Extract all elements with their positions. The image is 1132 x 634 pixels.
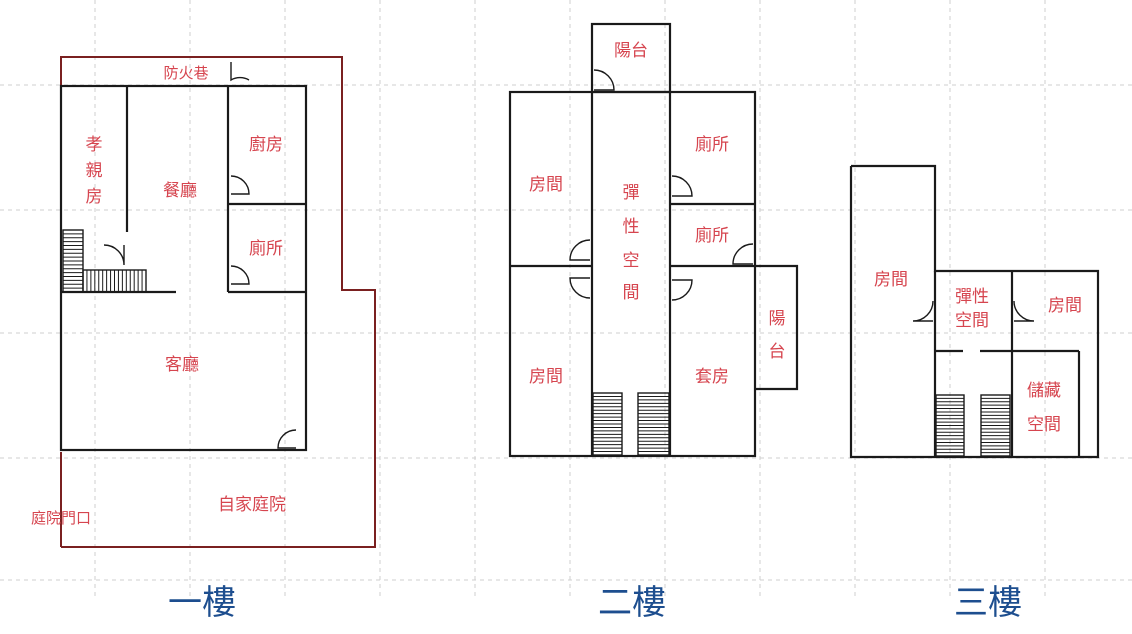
floor-3-title: 三樓 [954,583,1022,623]
room-right-label: 房間 [1048,296,1082,316]
flex-space-label-3: 空 [623,251,640,271]
living-room-label: 客廳 [165,355,199,375]
storage-label-2: 空間 [1027,415,1061,435]
balcony-side-label-2: 台 [769,342,786,362]
floor-1-plan: 防火巷 孝 親 房 餐廳 廚房 廁所 客廳 自家庭院 庭院門口 一樓 [31,56,376,623]
room-bottom-label: 房間 [529,367,563,387]
room-top-label: 房間 [529,175,563,195]
door-swing-icon [671,175,693,197]
flex-space-label-2: 性 [623,217,640,237]
door-swing-icon [103,244,125,266]
suite-label: 套房 [695,367,729,387]
door-swing-icon [671,279,693,301]
elder-room-label-3: 房 [86,187,103,207]
storage-label-1: 儲藏 [1027,381,1061,401]
door-swing-icon [230,175,250,195]
room-left-label: 房間 [874,270,908,290]
floor-2-stairs [592,392,670,456]
door-swing-icon [593,69,615,91]
background-grid [0,0,1132,600]
door-swing-icon [1013,300,1035,322]
door-swing-icon [277,429,297,449]
floor-3-plan: 房間 彈性 空間 房間 儲藏 空間 三樓 [849,164,1100,623]
floor-1-title: 一樓 [168,583,236,623]
kitchen-label: 廚房 [249,134,283,155]
floor-1-boundary [60,56,376,548]
yard-gate-label: 庭院門口 [31,509,91,527]
dining-label: 餐廳 [163,181,197,201]
flex-space-label-4: 間 [623,283,640,303]
fire-lane-label: 防火巷 [163,64,208,82]
toilet-1-label: 廁所 [695,134,729,155]
flex-space-label-1: 彈 [623,183,640,203]
toilet-2-label: 廁所 [695,225,729,246]
door-swing-icon [732,243,754,265]
floor-2-title: 二樓 [598,583,666,623]
flex-space-label-2: 空間 [955,311,989,331]
floor-3-stairs [935,394,1011,457]
balcony-side-label-1: 陽 [769,309,786,329]
elder-room-label-2: 親 [86,161,103,181]
elder-room-label-1: 孝 [86,135,103,155]
yard-label: 自家庭院 [218,495,286,515]
door-swing-icon [230,62,250,82]
door-swing-icon [569,239,591,261]
flex-space-label-1: 彈性 [955,287,989,307]
door-swing-icon [912,300,934,322]
balcony-top-label: 陽台 [614,41,648,61]
floor-1-stairs [62,229,147,293]
door-swing-icon [230,265,250,285]
floor-2-plan: 陽台 房間 彈 性 空 間 廁所 廁所 房間 套房 陽 台 二樓 [508,22,799,623]
toilet-label: 廁所 [249,238,283,259]
door-swing-icon [569,277,591,299]
